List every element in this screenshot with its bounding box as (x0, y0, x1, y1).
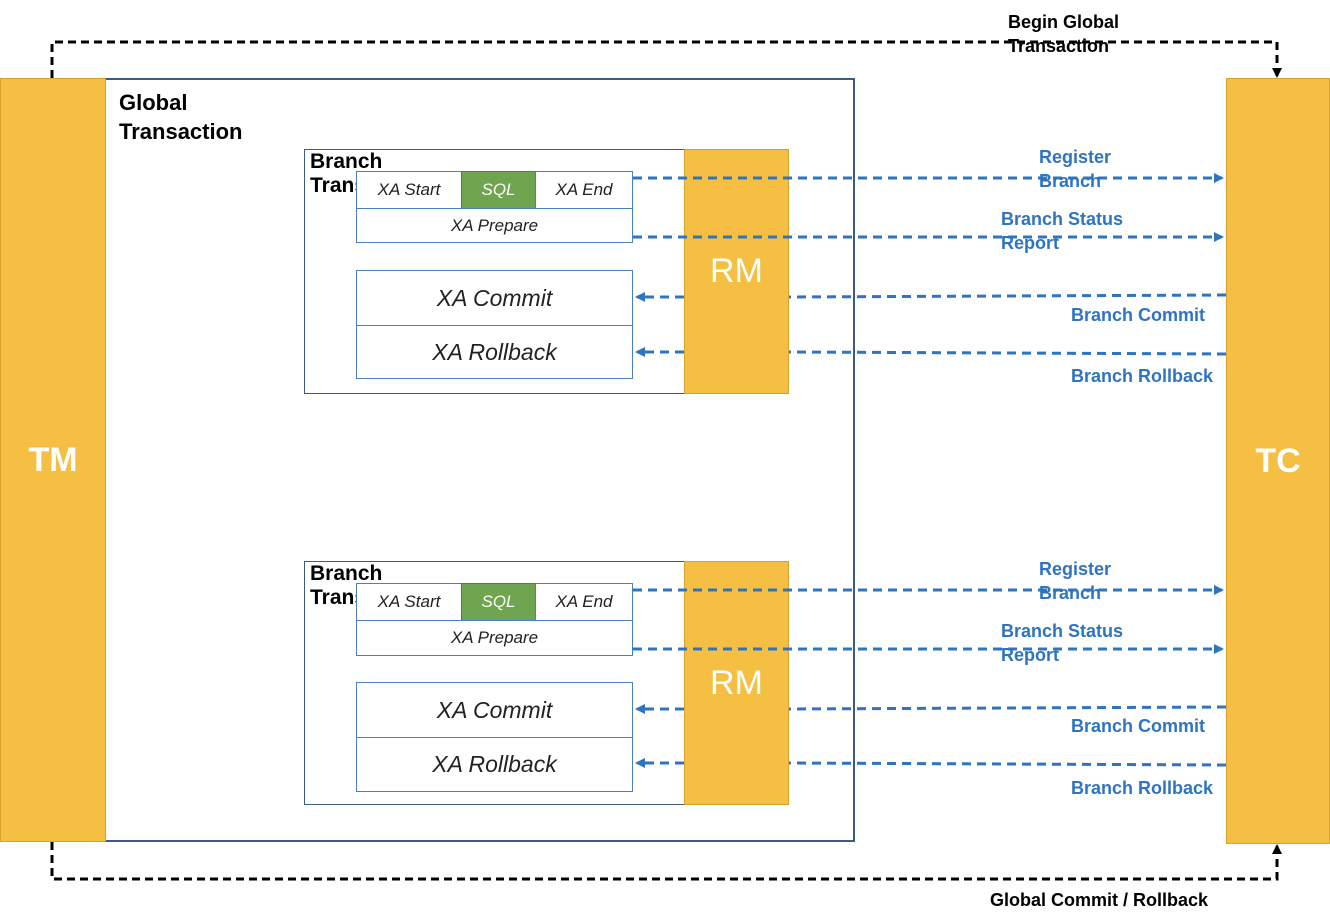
register-branch-line1: Register (1039, 559, 1112, 579)
branch-rollback-arrow-rm (788, 761, 1227, 767)
branch-status-report-line1: Branch Status (1001, 621, 1124, 641)
register-branch-line2: Branch (1039, 171, 1102, 191)
branch-commit-arrow-rm (788, 293, 1227, 299)
global-transaction-label: Global Transaction (119, 88, 242, 146)
branch-status-report-label: Branch Status Report (1001, 619, 1123, 667)
xa-commit-cell: XA Commit (356, 270, 633, 326)
branch-status-report-line1: Branch Status (1001, 209, 1124, 229)
branch-commit-arrow-rm (788, 705, 1227, 711)
xa-commit-cell: XA Commit (356, 682, 633, 738)
register-branch-line2: Branch (1039, 583, 1102, 603)
rm-bar: RM (684, 149, 789, 394)
branch-commit-label: Branch Commit (1071, 716, 1206, 736)
register-branch-line1: Register (1039, 147, 1112, 167)
global-commit-rollback-label: Global Commit / Rollback (990, 890, 1209, 910)
branch-commit-label: Branch Commit (1071, 305, 1206, 325)
branch-status-report-label: Branch Status Report (1001, 207, 1123, 255)
xa-end-cell: XA End (535, 171, 633, 209)
rm-label: RM (710, 663, 763, 702)
sql-cell: SQL (461, 171, 536, 209)
tc-label: TC (1255, 441, 1301, 480)
begin-global-line1: Begin Global (1008, 12, 1120, 32)
register-branch-label: Register Branch (1039, 557, 1111, 605)
global-transaction-line2: Transaction (119, 119, 243, 144)
xa-end-cell: XA End (535, 583, 633, 621)
global-transaction-line1: Global (119, 90, 188, 115)
xa-rollback-cell: XA Rollback (356, 737, 633, 792)
branch-rollback-label: Branch Rollback (1071, 366, 1214, 386)
begin-global-arrow (50, 40, 1282, 78)
global-commit-rollback-arrow (50, 842, 1282, 881)
branch-rollback-label: Branch Rollback (1071, 778, 1214, 798)
branch-status-report-line2: Report (1001, 645, 1059, 665)
xa-prepare-cell: XA Prepare (356, 208, 633, 243)
xa-rollback-cell: XA Rollback (356, 325, 633, 379)
begin-global-label: Begin Global Transaction (1008, 10, 1119, 58)
tm-bar: TM (0, 78, 106, 842)
rm-label: RM (710, 252, 763, 290)
rm-bar: RM (684, 561, 789, 805)
register-branch-label: Register Branch (1039, 145, 1111, 193)
branch-status-report-line2: Report (1001, 233, 1059, 253)
sql-cell: SQL (461, 583, 536, 621)
xa-start-cell: XA Start (356, 583, 462, 621)
xa-prepare-cell: XA Prepare (356, 620, 633, 656)
branch-rollback-arrow-rm (788, 350, 1227, 356)
tc-bar: TC (1226, 78, 1330, 844)
begin-global-line2: Transaction (1008, 36, 1110, 56)
tm-label: TM (28, 440, 78, 479)
